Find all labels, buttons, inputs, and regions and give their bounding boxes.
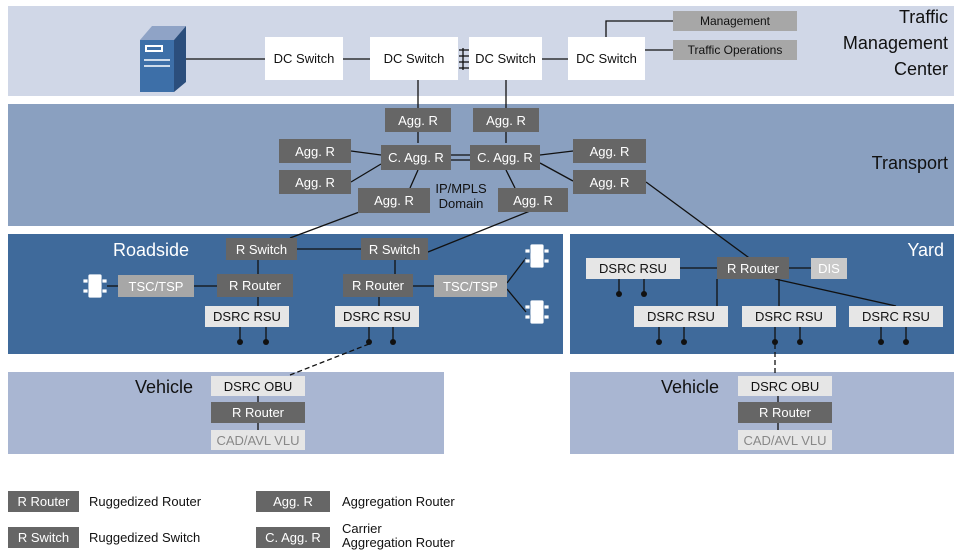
cad-avl-vlu-right: CAD/AVL VLU — [738, 430, 832, 450]
dsrc-obu-left: DSRC OBU — [211, 376, 305, 396]
zone-title-roadside: Roadside — [113, 240, 190, 260]
dsrc-rsu-roadside-right: DSRC RSU — [335, 306, 419, 327]
r-router-roadside-left: R Router — [217, 274, 293, 297]
agg-router-bottom-right: Agg. R — [498, 188, 568, 212]
dis-node: DIS — [811, 258, 847, 279]
zone-title-transport: Transport — [871, 153, 948, 173]
agg-router-top-left: Agg. R — [385, 108, 451, 132]
dsrc-rsu-yard-4: DSRC RSU — [849, 306, 943, 327]
r-router-vehicle-left: R Router — [211, 402, 305, 423]
dc-switch-3: DC Switch — [469, 37, 542, 80]
tsc-tsp-left: TSC/TSP — [118, 275, 194, 297]
r-router-vehicle-right: R Router — [738, 402, 832, 423]
ip-mpls-domain-label: IP/MPLS Domain — [435, 181, 487, 211]
legend-key-c-agg-r: C. Agg. R — [256, 527, 330, 548]
carrier-agg-router-right: C. Agg. R — [470, 145, 540, 170]
zone-title-yard: Yard — [907, 240, 944, 260]
agg-router-top-right: Agg. R — [473, 108, 539, 132]
dsrc-rsu-yard-2: DSRC RSU — [634, 306, 728, 327]
traffic-operations-node: Traffic Operations — [673, 40, 797, 60]
agg-router-left-2: Agg. R — [279, 170, 351, 194]
tsc-tsp-right: TSC/TSP — [434, 275, 507, 297]
r-switch-left: R Switch — [226, 238, 297, 260]
dsrc-rsu-yard-3: DSRC RSU — [742, 306, 836, 327]
dsrc-rsu-yard-1: DSRC RSU — [586, 258, 680, 279]
dc-switch-1: DC Switch — [265, 37, 343, 80]
cad-avl-vlu-left: CAD/AVL VLU — [211, 430, 305, 450]
zone-title-vehicle-right: Vehicle — [661, 377, 720, 397]
zone-title-tmc: Traffic Management Center — [842, 7, 948, 79]
dsrc-rsu-roadside-left: DSRC RSU — [205, 306, 289, 327]
r-router-roadside-right: R Router — [343, 274, 413, 297]
agg-router-bottom-left: Agg. R — [358, 188, 430, 213]
legend-key-r-switch: R Switch — [8, 527, 79, 548]
legend-key-agg-r: Agg. R — [256, 491, 330, 512]
legend-desc-r-router: Ruggedized Router — [89, 494, 202, 509]
r-router-yard: R Router — [717, 257, 789, 279]
yard-band — [570, 234, 954, 354]
agg-router-left-1: Agg. R — [279, 139, 351, 163]
r-switch-right: R Switch — [361, 238, 428, 260]
dc-switch-4: DC Switch — [568, 37, 645, 80]
agg-router-right-1: Agg. R — [573, 139, 646, 163]
legend-desc-r-switch: Ruggedized Switch — [89, 530, 201, 545]
carrier-agg-router-left: C. Agg. R — [381, 145, 451, 170]
agg-router-right-2: Agg. R — [573, 170, 646, 194]
legend-desc-c-agg-r: Carrier Aggregation Router — [342, 521, 455, 550]
dsrc-obu-right: DSRC OBU — [738, 376, 832, 396]
management-node: Management — [673, 11, 797, 31]
dc-switch-2: DC Switch — [370, 37, 458, 80]
zone-title-vehicle-left: Vehicle — [135, 377, 194, 397]
legend-key-r-router: R Router — [8, 491, 79, 512]
legend-desc-agg-r: Aggregation Router — [342, 494, 455, 509]
